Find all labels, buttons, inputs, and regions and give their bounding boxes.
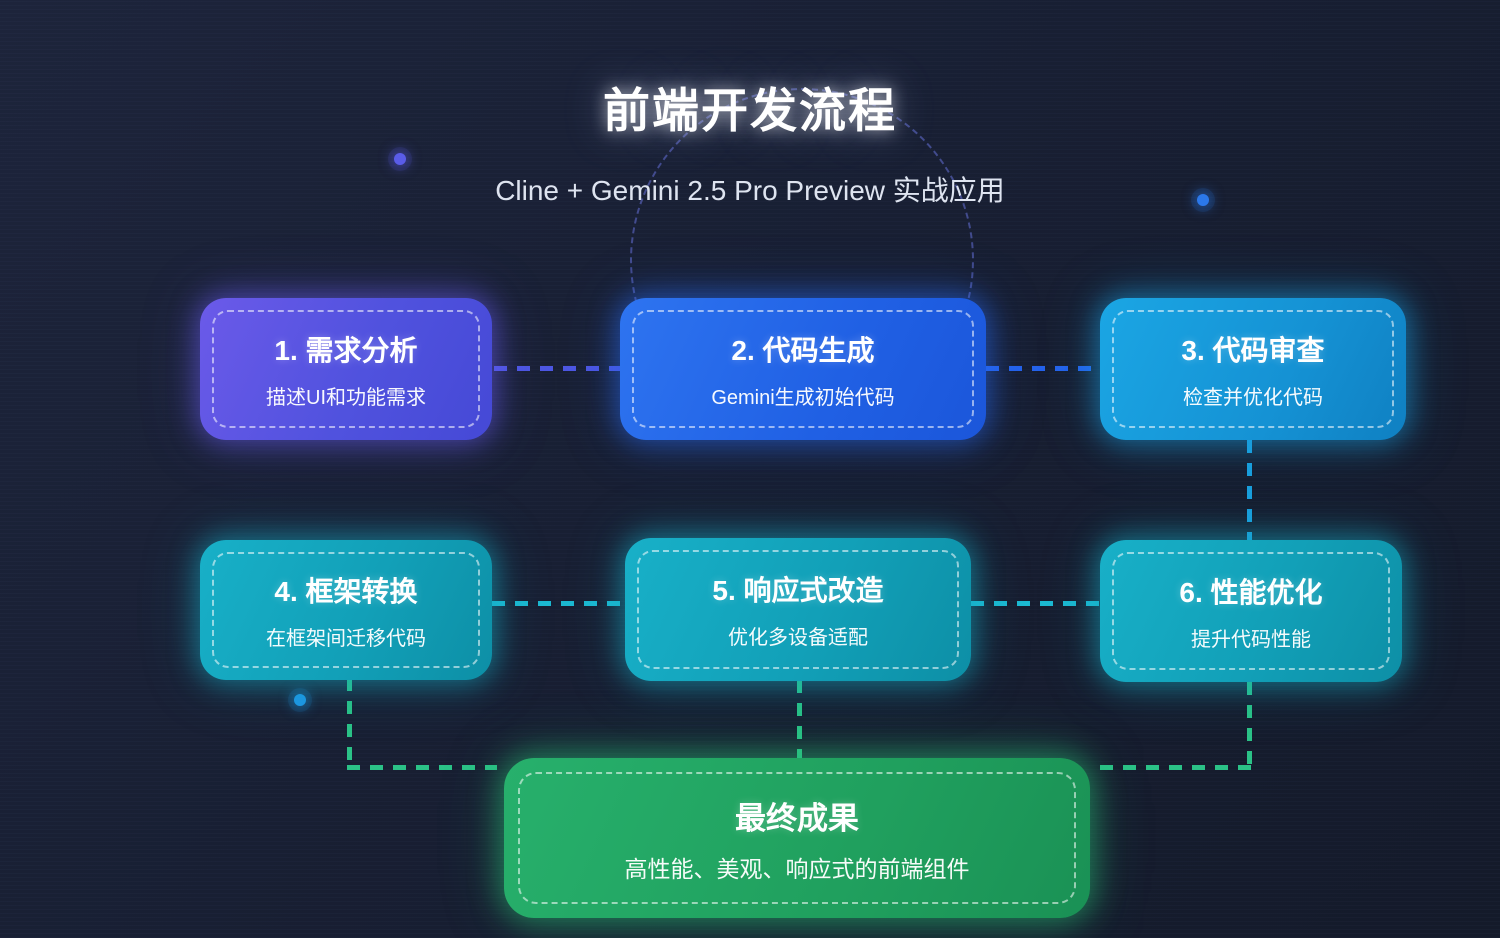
node-step4-desc: 在框架间迁移代码 — [266, 627, 426, 650]
node-step2-code-generation: 2. 代码生成 Gemini生成初始代码 — [620, 298, 986, 440]
connector-step1-step2 — [494, 366, 620, 371]
connector-step4-result-vertical — [347, 678, 352, 770]
cyan-dot-decoration — [294, 694, 306, 706]
node-step1-title: 1. 需求分析 — [274, 334, 418, 366]
node-step1-desc: 描述UI和功能需求 — [266, 386, 426, 409]
connector-step5-result — [797, 680, 802, 758]
connector-step6-result-vertical — [1247, 682, 1252, 770]
header: 前端开发流程 Cline + Gemini 2.5 Pro Preview 实战… — [0, 0, 1500, 209]
node-step5-desc: 优化多设备适配 — [728, 627, 868, 649]
indigo-dot-decoration — [394, 153, 406, 165]
node-step4-framework-conversion: 4. 框架转换 在框架间迁移代码 — [200, 540, 492, 680]
node-step4-title: 4. 框架转换 — [274, 575, 418, 607]
connector-step6-result-horizontal — [1100, 765, 1252, 770]
node-step1-requirements: 1. 需求分析 描述UI和功能需求 — [200, 298, 492, 440]
node-step6-desc: 提升代码性能 — [1191, 628, 1311, 651]
node-final-result-desc: 高性能、美观、响应式的前端组件 — [624, 855, 970, 882]
connector-step3-step6 — [1247, 440, 1252, 540]
connector-step4-step5 — [492, 601, 625, 606]
node-step2-desc: Gemini生成初始代码 — [711, 386, 895, 409]
node-step5-title: 5. 响应式改造 — [712, 575, 884, 606]
node-step6-performance-optimization: 6. 性能优化 提升代码性能 — [1100, 540, 1402, 682]
blue-dot-decoration — [1197, 194, 1209, 206]
node-step6-title: 6. 性能优化 — [1179, 576, 1323, 608]
node-step3-desc: 检查并优化代码 — [1183, 386, 1323, 409]
node-final-result: 最终成果 高性能、美观、响应式的前端组件 — [504, 758, 1090, 918]
page-title: 前端开发流程 — [603, 84, 897, 137]
node-step5-responsive-refactor: 5. 响应式改造 优化多设备适配 — [625, 538, 971, 681]
node-step2-title: 2. 代码生成 — [731, 334, 875, 366]
node-step3-code-review: 3. 代码审查 检查并优化代码 — [1100, 298, 1406, 440]
connector-step2-step3 — [986, 366, 1100, 371]
node-final-result-title: 最终成果 — [735, 800, 859, 836]
connector-step4-result-horizontal — [347, 765, 497, 770]
node-step3-title: 3. 代码审查 — [1181, 334, 1325, 366]
page-subtitle: Cline + Gemini 2.5 Pro Preview 实战应用 — [495, 175, 1005, 206]
connector-step5-step6 — [971, 601, 1100, 606]
